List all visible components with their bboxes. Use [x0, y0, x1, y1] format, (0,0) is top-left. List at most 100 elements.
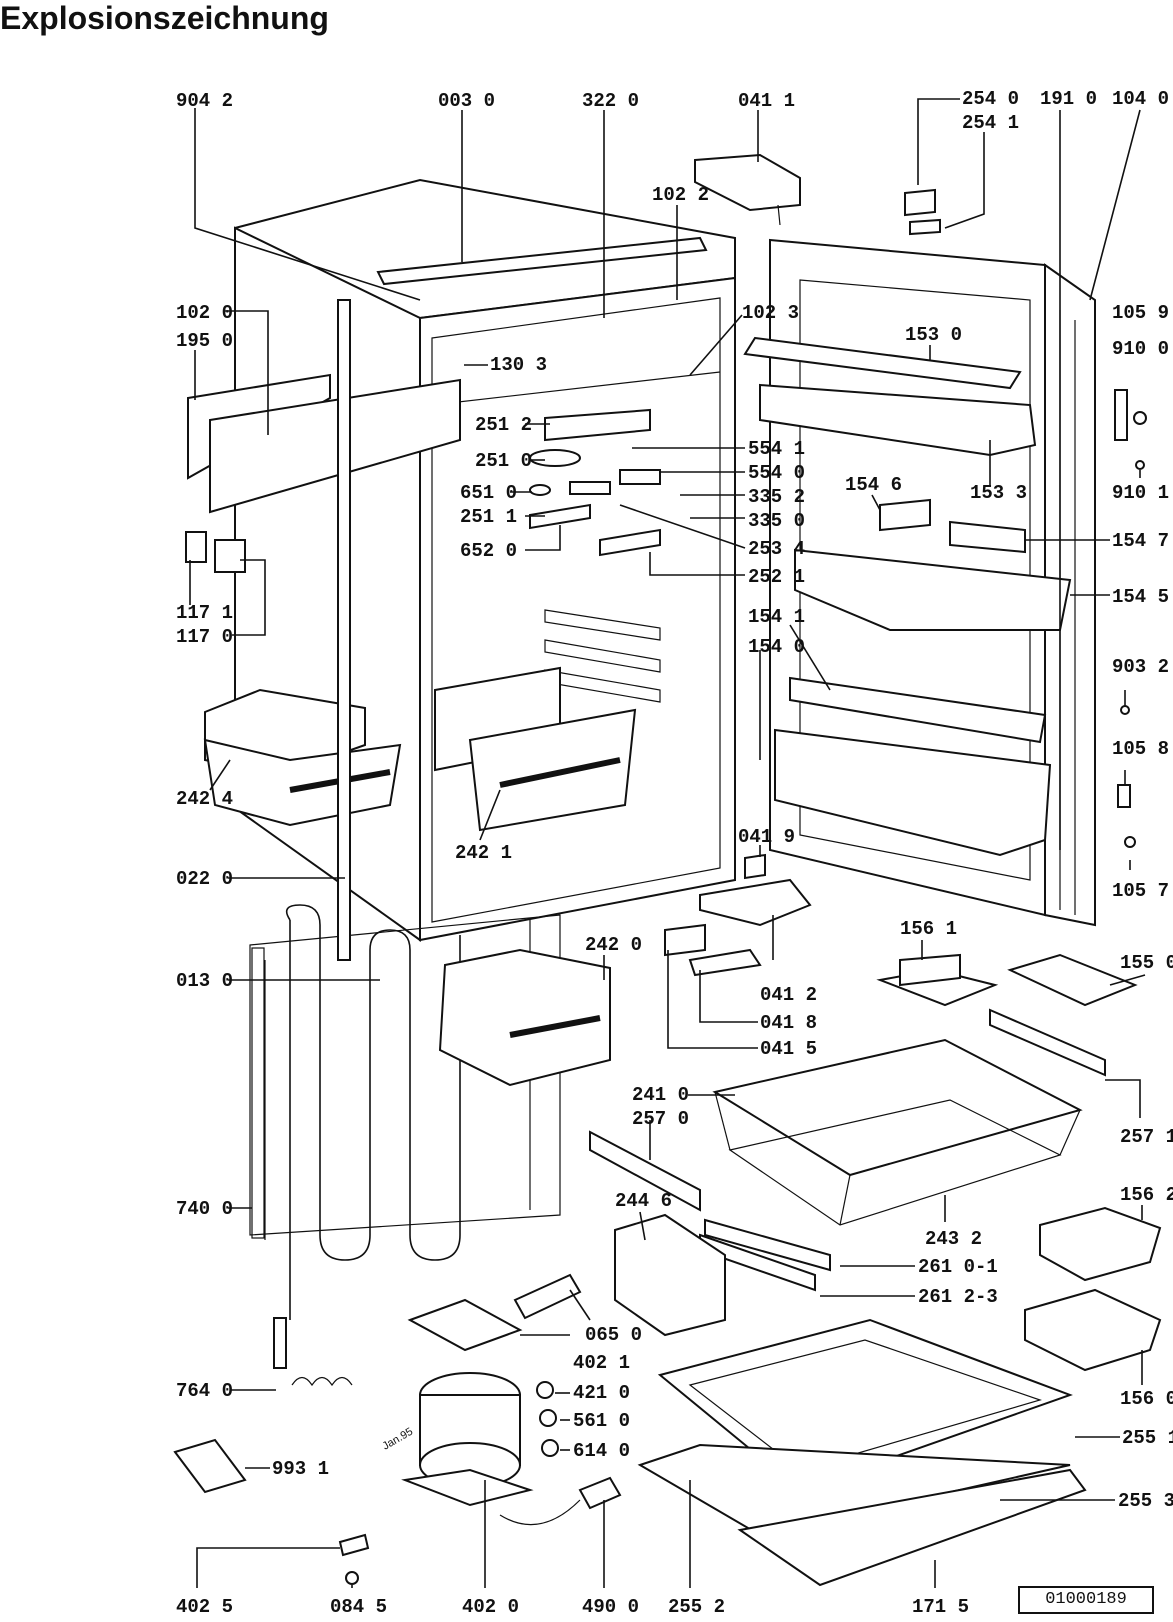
label-3350: 335 0 [748, 510, 805, 532]
label-4021: 402 1 [573, 1352, 630, 1374]
top-hinge [694, 153, 801, 226]
label-1950: 195 0 [176, 330, 233, 352]
label-2552: 255 2 [668, 1596, 725, 1618]
label-1059: 105 9 [1112, 302, 1169, 324]
label-1561: 156 1 [900, 918, 957, 940]
label-0415: 041 5 [760, 1038, 817, 1060]
label-0412: 041 2 [760, 984, 817, 1006]
butter-box [876, 953, 999, 1007]
label-6520: 652 0 [460, 540, 517, 562]
power-plug [499, 1476, 622, 1526]
label-0650: 065 0 [585, 1324, 642, 1346]
crisper-lower [438, 948, 611, 1087]
compressor [401, 1298, 534, 1507]
label-1715: 171 5 [912, 1596, 969, 1618]
label-2410: 241 0 [632, 1084, 689, 1106]
label-2510: 251 0 [475, 450, 532, 472]
label-7640: 764 0 [176, 1380, 233, 1402]
label-1910: 191 0 [1040, 88, 1097, 110]
label-1058: 105 8 [1112, 738, 1169, 760]
label-1540: 154 0 [748, 636, 805, 658]
label-5610: 561 0 [573, 1410, 630, 1432]
label-1040: 104 0 [1112, 88, 1169, 110]
label-0419: 041 9 [738, 826, 795, 848]
label-1550: 155 0 [1120, 952, 1173, 974]
label-9100: 910 0 [1112, 338, 1169, 360]
label-2541: 254 1 [962, 112, 1019, 134]
label-1170: 117 0 [176, 626, 233, 648]
label-4025: 402 5 [176, 1596, 233, 1618]
label-1562: 156 2 [1120, 1184, 1173, 1206]
label-2420: 242 0 [585, 934, 642, 956]
leader-lines [189, 98, 1146, 1588]
label-9042: 904 2 [176, 90, 233, 112]
scraper [173, 1438, 247, 1494]
label-0845: 084 5 [330, 1596, 387, 1618]
label-1303: 130 3 [490, 354, 547, 376]
egg-tray [1007, 953, 1138, 1007]
label-4900: 490 0 [582, 1596, 639, 1618]
label-0030: 003 0 [438, 90, 495, 112]
label-2512: 251 2 [475, 414, 532, 436]
label-0220: 022 0 [176, 868, 233, 890]
label-0130: 013 0 [176, 970, 233, 992]
label-6510: 651 0 [460, 482, 517, 504]
label-2571: 257 1 [1120, 1126, 1173, 1148]
label-2521: 252 1 [748, 566, 805, 588]
label-1541: 154 1 [748, 606, 805, 628]
label-2553: 255 3 [1118, 1490, 1173, 1512]
drawing-date-stamp: Jan.95 [381, 1426, 416, 1453]
label-1547: 154 7 [1112, 530, 1169, 552]
storage-box-right [1039, 1206, 1162, 1282]
label-2551: 255 1 [1122, 1427, 1173, 1449]
label-2612-3: 261 2-3 [918, 1286, 998, 1308]
label-0418: 041 8 [760, 1012, 817, 1034]
label-2570: 257 0 [632, 1108, 689, 1130]
label-2540: 254 0 [962, 88, 1019, 110]
lower-hinges [664, 853, 812, 977]
document-id-box: 01000189 [1018, 1586, 1154, 1614]
label-7400: 740 0 [176, 1198, 233, 1220]
door-side-parts [1114, 389, 1147, 848]
freezer-drawer-left [203, 688, 402, 827]
grille-244 [614, 1213, 726, 1337]
label-2446: 244 6 [615, 1190, 672, 1212]
label-9101: 910 1 [1112, 482, 1169, 504]
label-1546: 154 6 [845, 474, 902, 496]
label-0411: 041 1 [738, 90, 795, 112]
page-title: Explosionszeichnung [0, 0, 329, 36]
label-3220: 322 0 [582, 90, 639, 112]
part-labels: 904 2 003 0 322 0 041 1 102 2 254 0 254 … [176, 88, 1173, 1618]
label-2511: 251 1 [460, 506, 517, 528]
freezer-flap [185, 373, 461, 573]
label-1057: 105 7 [1112, 880, 1169, 902]
label-1533: 153 3 [970, 482, 1027, 504]
label-2534: 253 4 [748, 538, 805, 560]
label-1171: 117 1 [176, 602, 233, 624]
label-2421: 242 1 [455, 842, 512, 864]
label-2610-1: 261 0-1 [918, 1256, 998, 1278]
wire-basket [712, 1038, 1083, 1226]
label-6140: 614 0 [573, 1440, 630, 1462]
rails [589, 1008, 1106, 1292]
glass-shelf-lower [637, 1443, 1087, 1587]
label-1022: 102 2 [652, 184, 709, 206]
label-1545: 154 5 [1112, 586, 1169, 608]
label-4020: 402 0 [462, 1596, 519, 1618]
cylinder-part [513, 1273, 582, 1320]
label-9032: 903 2 [1112, 656, 1169, 678]
control-unit [529, 408, 661, 557]
label-5540: 554 0 [748, 462, 805, 484]
ice-tray [1024, 1288, 1162, 1372]
label-5541: 554 1 [748, 438, 805, 460]
drain-rod [337, 299, 351, 961]
label-1023: 102 3 [742, 302, 799, 324]
door [743, 238, 1096, 927]
label-1530: 153 0 [905, 324, 962, 346]
sensor-tube [273, 1317, 353, 1387]
label-2424: 242 4 [176, 788, 233, 810]
label-1560: 156 0 [1120, 1388, 1173, 1410]
label-3352: 335 2 [748, 486, 805, 508]
small-clips [338, 1533, 370, 1585]
